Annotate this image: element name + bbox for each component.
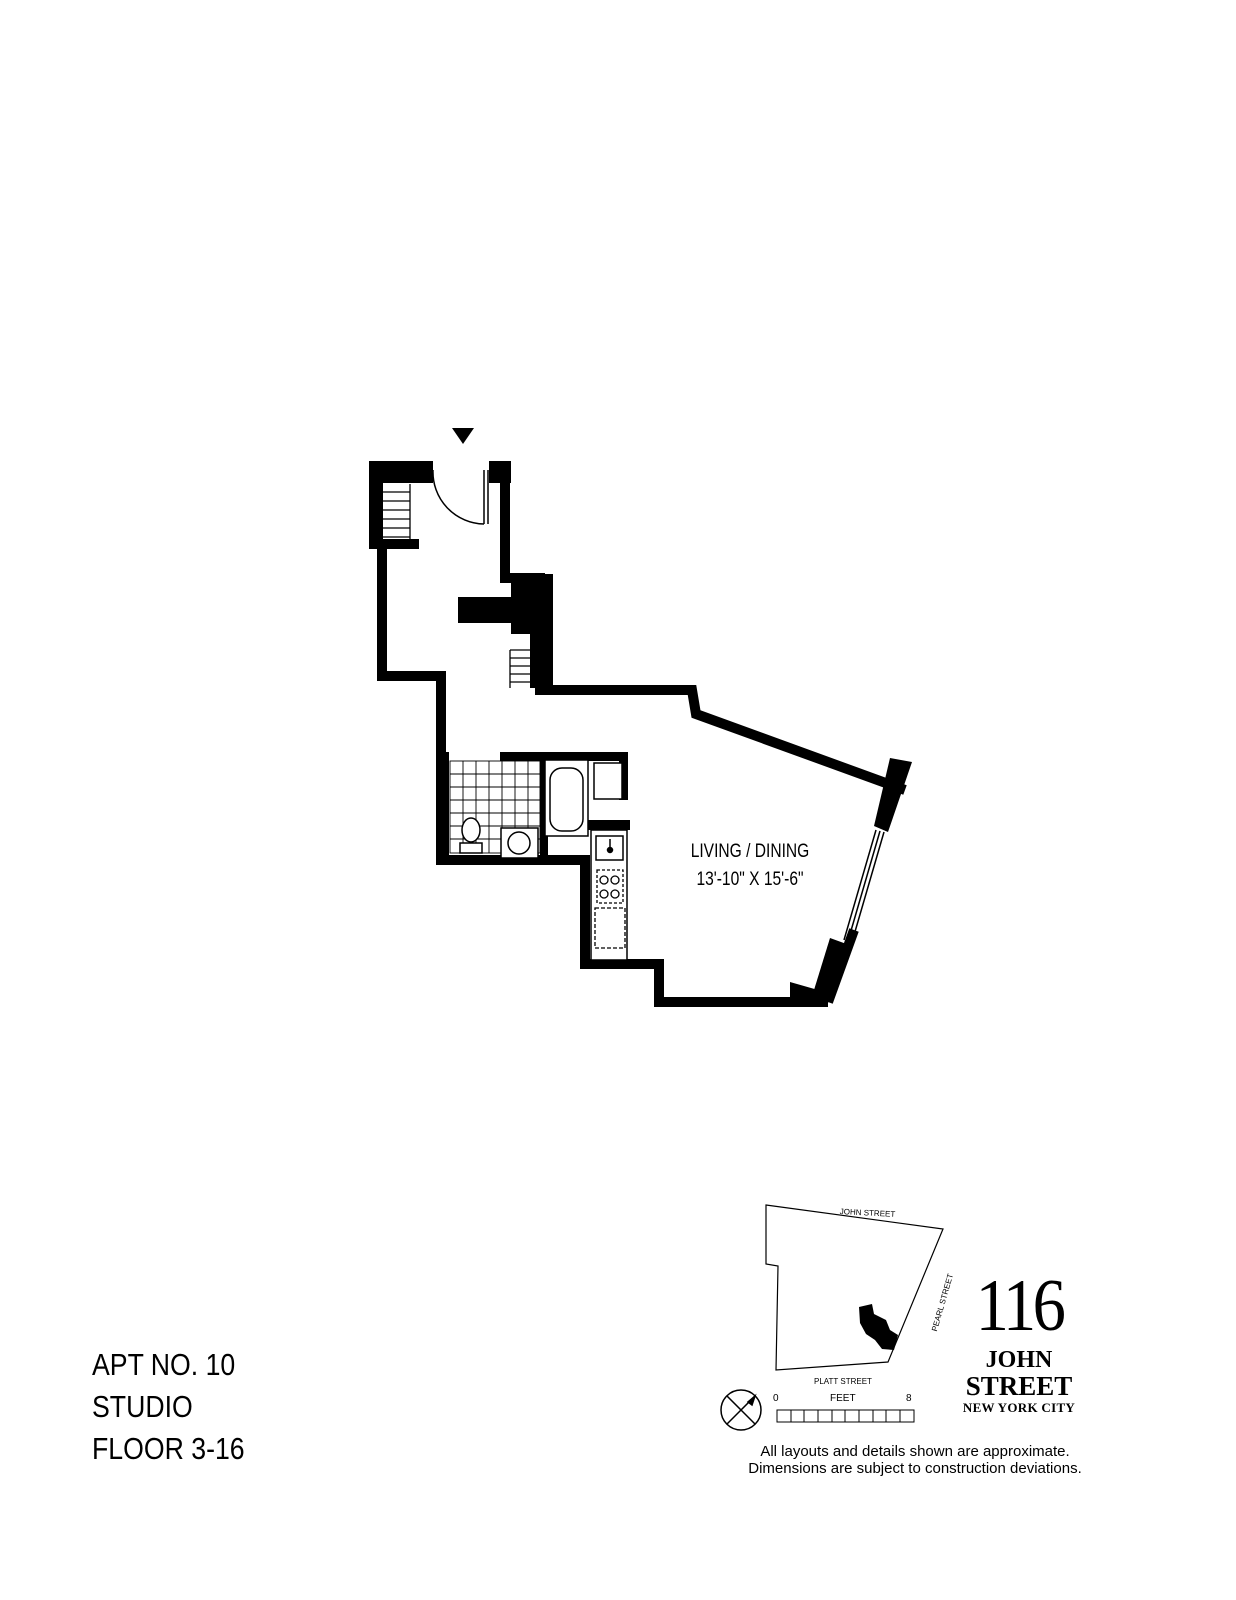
compass-icon <box>720 1389 762 1431</box>
street-label-platt: PLATT STREET <box>814 1377 872 1386</box>
entry-arrow-icon <box>452 428 474 444</box>
bathroom-sink-icon <box>500 827 539 859</box>
building-name-line2: STREET <box>965 1371 1073 1401</box>
scale-unit-label: FEET <box>830 1393 856 1404</box>
bathtub-icon <box>544 759 589 837</box>
toilet-icon <box>459 817 483 854</box>
building-number: 116 <box>975 1265 1066 1347</box>
entry-door <box>432 469 489 525</box>
room-name-label: LIVING / DINING <box>690 841 810 862</box>
closet-shelving <box>378 484 540 688</box>
building-logo: 116 JOHN STREET NEW YORK CITY <box>944 1268 1094 1416</box>
apartment-type: STUDIO <box>92 1389 193 1424</box>
disclaimer-line2: Dimensions are subject to construction d… <box>748 1460 1082 1477</box>
closet-box <box>593 762 623 800</box>
disclaimer: All layouts and details shown are approx… <box>700 1443 1130 1477</box>
stove-icon <box>596 869 624 904</box>
site-map-apartment-marker <box>859 1304 898 1350</box>
building-name-line1: JOHN <box>985 1347 1053 1373</box>
structural-columns <box>369 461 912 1005</box>
refrigerator-icon <box>594 907 626 949</box>
building-city: NEW YORK CITY <box>962 1400 1076 1415</box>
scale-start-label: 0 <box>773 1393 779 1404</box>
apartment-floors: FLOOR 3-16 <box>92 1431 245 1466</box>
disclaimer-line1: All layouts and details shown are approx… <box>760 1443 1070 1460</box>
kitchen-sink-icon <box>606 839 614 854</box>
scale-bar <box>776 1409 915 1423</box>
apartment-number: APT NO. 10 <box>92 1347 236 1382</box>
room-dimensions-label: 13'-10" X 15'-6" <box>696 869 804 890</box>
site-map <box>765 1204 944 1371</box>
apartment-info: APT NO. 10 STUDIO FLOOR 3-16 <box>92 1344 245 1470</box>
scale-end-label: 8 <box>906 1393 912 1404</box>
window <box>843 829 885 943</box>
exterior-walls <box>377 463 907 1007</box>
